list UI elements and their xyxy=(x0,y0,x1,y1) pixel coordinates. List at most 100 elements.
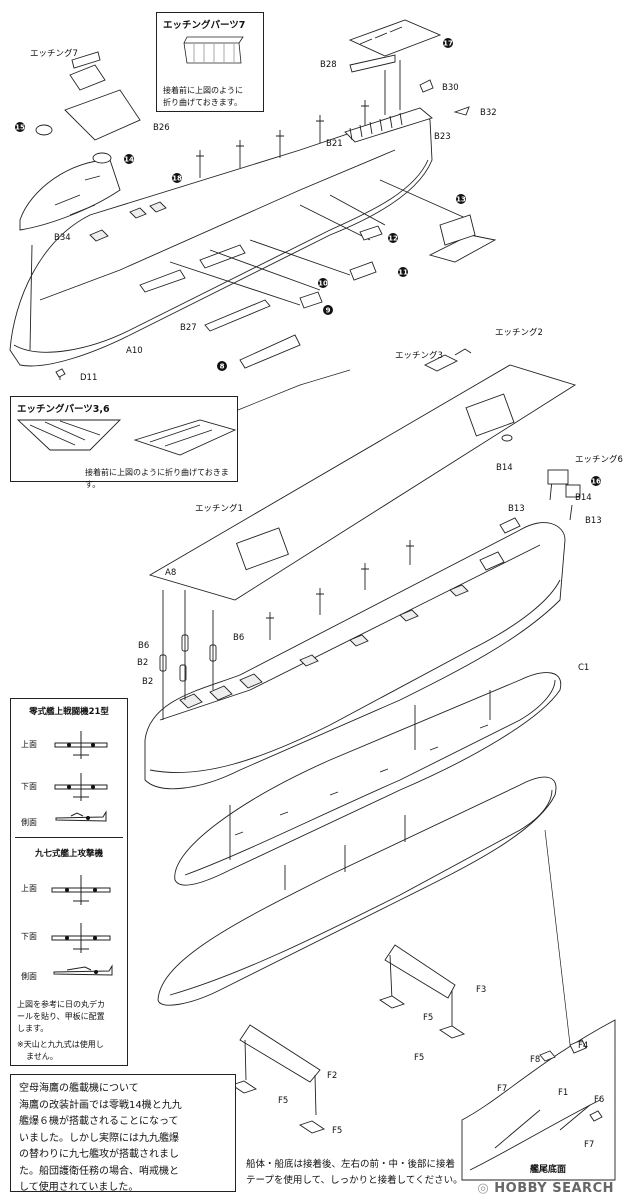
step-10: 10 xyxy=(318,280,328,288)
label-B34: B34 xyxy=(54,233,71,243)
watermark: ◎ HOBBY SEARCH xyxy=(477,1181,614,1196)
step-16: 16 xyxy=(591,478,601,486)
etching-3-6-note: 接着前に上図のように折り曲げておきます。 xyxy=(85,468,229,489)
step-18: 18 xyxy=(172,175,182,183)
step-14: 14 xyxy=(124,156,134,164)
label-F5a: F5 xyxy=(423,1013,433,1023)
label-F7a: F7 xyxy=(497,1084,507,1094)
step-11: 11 xyxy=(398,269,408,277)
label-B27: B27 xyxy=(180,323,197,333)
carrier-note-line7: して使用されていました。 xyxy=(19,1182,139,1193)
stand-F3 xyxy=(378,944,466,1039)
aircraft-warning-line2: ません。 xyxy=(26,1052,58,1061)
label-etch3: エッチング3 xyxy=(395,350,443,361)
label-B2b: B2 xyxy=(142,677,153,687)
label-B32: B32 xyxy=(480,108,497,118)
zero-view-top: 上面 xyxy=(21,740,37,749)
label-B21: B21 xyxy=(326,139,343,149)
stern-underside-inset xyxy=(461,1019,616,1181)
etching-3-6-callout: エッチングパーツ3,6 接着前に上図のように折り曲げておきます。 xyxy=(10,396,238,489)
aircraft-reference-box: 零式艦上戦闘機21型 上面 下面 側面 九七式艦上攻撃機 上面 下面 側面 上図… xyxy=(10,698,128,1066)
label-etch7: エッチング7 xyxy=(30,48,78,59)
kate-view-bottom: 下面 xyxy=(21,932,37,941)
label-A8: A8 xyxy=(165,568,176,578)
label-F5b: F5 xyxy=(414,1053,424,1063)
part-B26 xyxy=(64,89,141,141)
carrier-aircraft-note: 空母海鷹の艦載機について 海鷹の改装計画では零戦14機と九九 艦爆６機が搭載され… xyxy=(10,1074,236,1193)
label-B6a: B6 xyxy=(138,641,149,651)
zero-fighter-title: 零式艦上戦闘機21型 xyxy=(29,707,109,717)
hull-note-line2: テープを使用して、しっかりと接着してください。 xyxy=(246,1175,463,1186)
etching-7-title: エッチングパーツ7 xyxy=(163,20,246,31)
label-D11: D11 xyxy=(80,373,97,383)
label-F2: F2 xyxy=(327,1071,337,1081)
step-17: 17 xyxy=(443,40,453,48)
step-15: 15 xyxy=(15,124,25,132)
carrier-note-line5: の替わりに九七艦攻が搭載されまし xyxy=(19,1149,179,1160)
zero-view-side: 側面 xyxy=(21,818,37,827)
zero-view-bottom: 下面 xyxy=(21,782,37,791)
label-B28: B28 xyxy=(320,60,337,70)
stand-F2 xyxy=(230,1024,326,1134)
watermark-word: SEARCH xyxy=(552,1181,614,1196)
carrier-note-line1: 空母海鷹の艦載機について xyxy=(19,1083,139,1094)
hull-bonding-note: 船体・船底は接着後、左右の前・中・後部に接着 テープを使用して、しっかりと接着し… xyxy=(246,1157,463,1189)
label-B14a: B14 xyxy=(496,463,513,473)
kate-bottom-view xyxy=(51,923,111,953)
etching-7-sketch xyxy=(183,36,244,64)
label-F1: F1 xyxy=(558,1088,568,1098)
kate-bomber-title: 九七式艦上攻撃機 xyxy=(34,849,103,859)
hull-note-line1: 船体・船底は接着後、左右の前・中・後部に接着 xyxy=(246,1159,456,1170)
aircraft-note-line3: します。 xyxy=(17,1024,49,1033)
label-C1: C1 xyxy=(578,663,589,673)
step-8: 8 xyxy=(220,363,225,371)
step-12: 12 xyxy=(388,235,398,243)
stern-underside-label: 艦尾底面 xyxy=(530,1163,566,1175)
aircraft-warning-line1: ※天山と九九式は使用し xyxy=(17,1040,104,1049)
watermark-brand: HOBBY xyxy=(494,1181,548,1196)
kate-view-top: 上面 xyxy=(21,884,37,893)
label-F6: F6 xyxy=(594,1095,604,1105)
label-F5d: F5 xyxy=(332,1126,342,1136)
zero-side-view xyxy=(55,810,107,822)
lower-hull-drawing xyxy=(144,517,566,790)
label-B13a: B13 xyxy=(508,504,525,514)
etching-7-note-line1: 接着前に上図のように xyxy=(163,86,243,95)
aircraft-note-line1: 上図を参考に日の丸デカ xyxy=(17,1000,105,1009)
upper-hull-drawing xyxy=(9,100,471,380)
label-A10: A10 xyxy=(126,346,143,356)
etching-7-callout: エッチングパーツ7 接着前に上図のように 折り曲げておきます。 xyxy=(156,12,264,112)
kate-top-view xyxy=(51,875,111,905)
zero-top-view xyxy=(54,731,108,759)
hull-shell-C1 xyxy=(174,672,562,886)
kate-side-view xyxy=(53,964,113,976)
label-B2a: B2 xyxy=(137,658,148,668)
etching-7-note-line2: 折り曲げておきます。 xyxy=(163,98,242,107)
label-B14b: B14 xyxy=(575,493,592,503)
label-F5c: F5 xyxy=(278,1096,288,1106)
label-B23: B23 xyxy=(434,132,451,142)
label-B13b: B13 xyxy=(585,516,602,526)
label-etch2: エッチング2 xyxy=(495,327,543,338)
carrier-note-line4: いました。しかし実際には九九艦爆 xyxy=(19,1132,179,1144)
carrier-note-line6: た。船団護衛任務の場合、哨戒機と xyxy=(19,1165,179,1177)
step-13: 13 xyxy=(456,196,466,204)
label-etch6: エッチング6 xyxy=(575,454,623,465)
kate-view-side: 側面 xyxy=(21,972,37,981)
label-etch1: エッチング1 xyxy=(195,503,243,514)
carrier-note-line2: 海鷹の改装計画では零戦14機と九九 xyxy=(19,1099,182,1111)
carrier-note-line3: 艦爆６機が搭載されることになって xyxy=(19,1116,179,1127)
label-F4: F4 xyxy=(578,1041,588,1051)
zero-bottom-view xyxy=(54,773,108,801)
etching-3-6-sketches xyxy=(16,419,237,456)
label-F8: F8 xyxy=(530,1055,540,1065)
aircraft-note-line2: ールを貼り、甲板に配置 xyxy=(17,1012,105,1021)
label-B26: B26 xyxy=(153,123,170,133)
hull-bottom xyxy=(157,776,557,1006)
label-B6b: B6 xyxy=(233,633,244,643)
label-F3: F3 xyxy=(476,985,486,995)
step-9: 9 xyxy=(326,307,331,315)
watermark-logo-icon: ◎ xyxy=(477,1181,490,1196)
label-F7b: F7 xyxy=(584,1140,594,1150)
